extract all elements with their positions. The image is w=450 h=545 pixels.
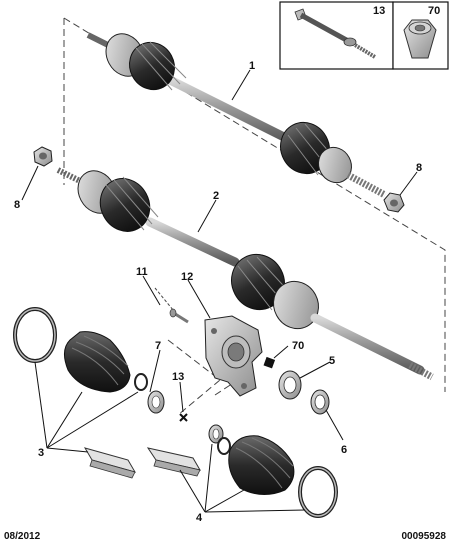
clamp-large-right-icon [298,466,338,518]
boot-right-icon [228,435,295,495]
callout-70-inset: 70 [428,5,440,17]
callout-11: 11 [136,266,148,278]
callout-4: 4 [196,512,203,524]
driveshaft-2 [56,167,434,381]
bearing-5-icon [278,370,302,400]
callout-13-inset: 13 [373,5,385,17]
callout-6: 6 [341,444,347,456]
clamp-large-left-icon [13,307,57,363]
callout-labels: 1 2 8 8 11 12 70 5 6 7 13 3 4 13 70 [14,5,440,524]
callout-1: 1 [249,60,255,72]
inner-cv-joint-1 [280,121,387,199]
clamp-small-left-icon [134,373,148,391]
ring-right-icon [208,424,224,444]
nut-8-left-icon [33,146,53,167]
repair-kit-3 [13,307,165,479]
inset-box-13 [279,1,394,70]
callout-7: 7 [155,340,161,352]
callout-2: 2 [213,190,219,202]
bolt-13-cross-icon [179,413,188,422]
driveshaft-1 [86,32,387,199]
callout-13-main: 13 [172,371,184,383]
bolt-11-icon [154,287,189,324]
bolt-13-icon [294,8,377,59]
boot-left-icon [64,331,131,393]
nut-8-right-icon [383,192,405,213]
seal-6-icon [310,389,330,415]
inset-box-70 [392,1,449,70]
callout-3: 3 [38,447,44,459]
outer-cv-joint-1 [105,33,187,91]
outer-cv-joint-2 [77,170,159,232]
grease-sachet-left-icon [83,447,137,479]
callout-12: 12 [181,271,193,283]
clamp-small-right-icon [217,437,231,455]
inner-cv-joint-2 [231,253,434,381]
callout-8-right: 8 [416,162,422,174]
callout-5: 5 [329,355,335,367]
footer-date: 08/2012 [4,531,41,542]
footer-reference: 00095928 [401,531,447,542]
leader-lines [21,69,418,513]
callout-8-left: 8 [14,199,20,211]
nut-70-small-icon [263,356,276,369]
nut-70-icon [403,19,437,59]
bearing-bracket-12-icon [204,315,263,397]
callout-70-main: 70 [292,340,304,352]
repair-kit-4 [146,424,338,518]
ring-left-icon [147,390,165,414]
grease-sachet-right-icon [146,447,202,477]
